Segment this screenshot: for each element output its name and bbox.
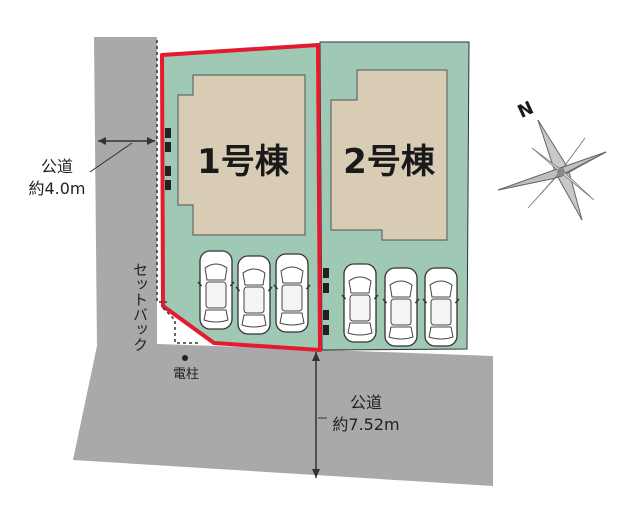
- south-road: [73, 344, 493, 486]
- south-road-dimension: [312, 352, 327, 478]
- meter-icons-plot-1: [165, 128, 171, 190]
- plot-1-highlight: [160, 43, 322, 352]
- west-road-name: 公道: [41, 157, 73, 176]
- west-road-dimension: [89, 137, 155, 173]
- compass-rose-icon: [497, 119, 607, 221]
- parking-spaces: [197, 250, 460, 347]
- meter-icons-plot-2: [323, 268, 329, 335]
- car-icon: [273, 253, 311, 333]
- car-icon: [422, 267, 460, 347]
- setback-label: セットバック: [131, 262, 149, 352]
- setback-corner-line: [162, 307, 198, 344]
- car-icon: [235, 255, 273, 335]
- car-icon: [197, 250, 235, 330]
- car-icon: [382, 267, 420, 347]
- utility-pole-label: 電柱: [173, 367, 199, 382]
- utility-pole-dot: [182, 355, 188, 361]
- west-road-width: 約4.0m: [28, 179, 85, 198]
- building-2-footprint: [330, 69, 448, 241]
- plot-1-label: 1号棟: [197, 142, 290, 182]
- south-road-width: 約7.52m: [332, 415, 399, 434]
- south-road-name: 公道: [350, 393, 382, 412]
- plot-2-label: 2号棟: [343, 142, 436, 182]
- west-road: [94, 37, 157, 348]
- compass-n-label: N: [514, 98, 537, 123]
- building-1-footprint: [177, 74, 306, 236]
- car-icon: [341, 263, 379, 343]
